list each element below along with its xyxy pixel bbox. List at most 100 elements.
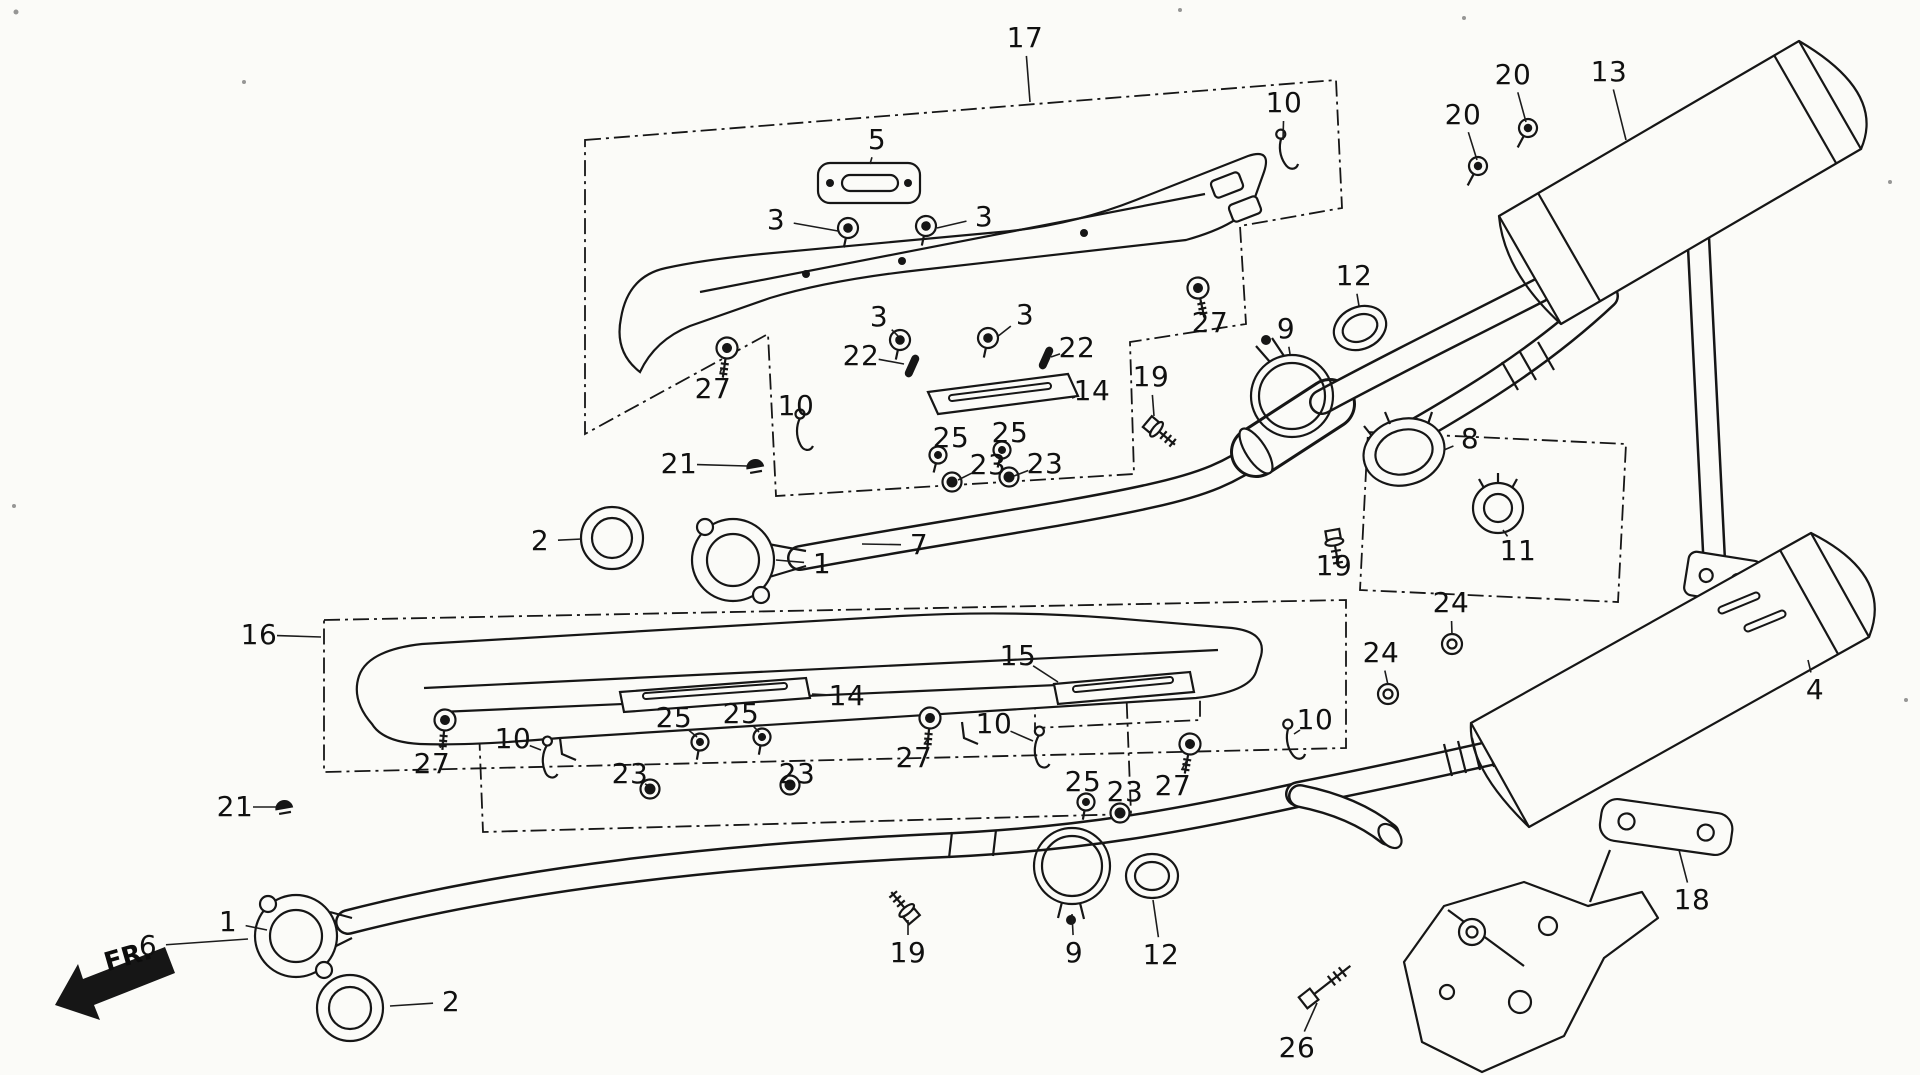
part-number-callout: 4 — [1805, 673, 1825, 706]
part-number-callout: 15 — [999, 639, 1037, 672]
callout-leader — [1467, 131, 1478, 161]
part-number-callout: 11 — [1499, 534, 1537, 567]
pipe-clamp-upper — [1249, 335, 1335, 439]
part-number-callout: 23 — [1106, 775, 1144, 808]
part-number-callout: 10 — [975, 707, 1013, 740]
mount-bracket — [1402, 849, 1660, 1074]
part-number-callout: 6 — [138, 929, 158, 962]
part-number-callout: 23 — [969, 448, 1007, 481]
part-number-callout: 27 — [895, 741, 933, 774]
callout-leader — [1517, 92, 1527, 123]
part-number-callout: 7 — [909, 528, 929, 561]
callout-leader — [936, 220, 967, 229]
shield-strip-14-lower — [618, 676, 812, 714]
part-number-callout: 20 — [1494, 58, 1532, 91]
part-number-callout: 5 — [867, 123, 887, 156]
callout-leader — [869, 157, 873, 165]
bolt-26 — [1297, 964, 1352, 1010]
callout-leader — [861, 543, 902, 546]
part-number-callout: 3 — [869, 300, 889, 333]
part-number-callout: 19 — [889, 936, 927, 969]
callout-leader — [1807, 659, 1812, 673]
callout-leader — [1180, 759, 1188, 771]
callout-leader — [696, 463, 748, 467]
part-number-callout: 1 — [218, 905, 238, 938]
exhaust-flange-upper — [690, 517, 807, 605]
part-number-callout: 10 — [777, 389, 815, 422]
part-number-callout: 10 — [1296, 703, 1334, 736]
callout-leader — [878, 358, 905, 365]
part-number-callout: 23 — [778, 757, 816, 790]
callout-leader — [644, 783, 648, 786]
spacer-ring-upper — [1332, 304, 1388, 352]
shield-strip-15 — [1052, 670, 1196, 706]
shield-strip-14-upper — [926, 372, 1080, 416]
part-number-callout: 2 — [441, 985, 461, 1018]
callout-leader — [1293, 729, 1301, 735]
part-number-callout: 27 — [1154, 769, 1192, 802]
part-number-callout: 19 — [1132, 360, 1170, 393]
callout-leader — [529, 744, 542, 751]
part-number-callout: 17 — [1006, 21, 1044, 54]
fr-direction-arrow — [55, 947, 175, 1020]
callout-leader — [923, 739, 928, 744]
callout-leader — [1152, 899, 1160, 938]
callout-leader — [1032, 665, 1059, 683]
callout-leader — [165, 938, 249, 946]
collar-8 — [1362, 411, 1446, 487]
callout-leader — [1384, 670, 1389, 686]
part-number-callout: 21 — [216, 790, 254, 823]
part-number-callout: 3 — [1015, 298, 1035, 331]
part-number-callout: 25 — [932, 421, 970, 454]
callout-leader — [1025, 55, 1031, 103]
part-number-callout: 23 — [611, 757, 649, 790]
part-number-callout: 27 — [694, 372, 732, 405]
part-number-callout: 25 — [722, 697, 760, 730]
callout-leader — [1199, 301, 1203, 308]
part-number-callout: 22 — [842, 339, 880, 372]
collar-11 — [1471, 473, 1525, 535]
part-number-callout: 10 — [494, 722, 532, 755]
callout-leader — [1010, 730, 1034, 742]
part-number-callout: 2 — [530, 524, 550, 557]
part-number-callout: 12 — [1335, 259, 1373, 292]
part-number-callout: 26 — [1278, 1031, 1316, 1064]
callout-leader — [1071, 396, 1076, 399]
gasket-lower — [315, 973, 385, 1043]
muffler-upper — [1497, 39, 1868, 326]
part-number-callout: 10 — [1265, 86, 1303, 119]
callout-leader — [1443, 445, 1454, 451]
callout-leader — [1050, 353, 1061, 358]
callout-leader — [719, 367, 723, 373]
part-number-callout: 3 — [974, 200, 994, 233]
callout-leader — [687, 728, 698, 738]
part-number-callout: 24 — [1362, 636, 1400, 669]
exhaust-flange-lower — [253, 893, 353, 980]
part-number-callout: 22 — [1058, 331, 1096, 364]
callout-leader — [1502, 529, 1509, 537]
part-number-callout: 14 — [828, 679, 866, 712]
heat-shield-upper — [618, 152, 1268, 374]
callout-leader — [389, 1002, 434, 1007]
callout-leader — [811, 693, 830, 696]
part-number-callout: 23 — [1026, 447, 1064, 480]
callout-leader — [891, 329, 899, 337]
part-number-callout: 19 — [1315, 549, 1353, 582]
callout-leader — [1071, 913, 1074, 936]
pipe-clamp-lower — [1032, 826, 1112, 925]
part-number-callout: 20 — [1444, 98, 1482, 131]
callout-leader — [957, 472, 973, 481]
callout-leader — [439, 741, 444, 749]
callout-leader — [1288, 346, 1291, 355]
callout-leader — [753, 726, 760, 733]
part-number-callout: 25 — [991, 416, 1029, 449]
callout-leader — [1356, 293, 1360, 307]
part-number-callout: 12 — [1142, 938, 1180, 971]
callout-leader — [557, 538, 583, 541]
part-number-callout: 9 — [1276, 312, 1296, 345]
part-number-callout: 25 — [655, 701, 693, 734]
part-number-callout: 16 — [240, 618, 278, 651]
part-number-callout: 27 — [1191, 306, 1229, 339]
callout-leader — [793, 222, 839, 232]
